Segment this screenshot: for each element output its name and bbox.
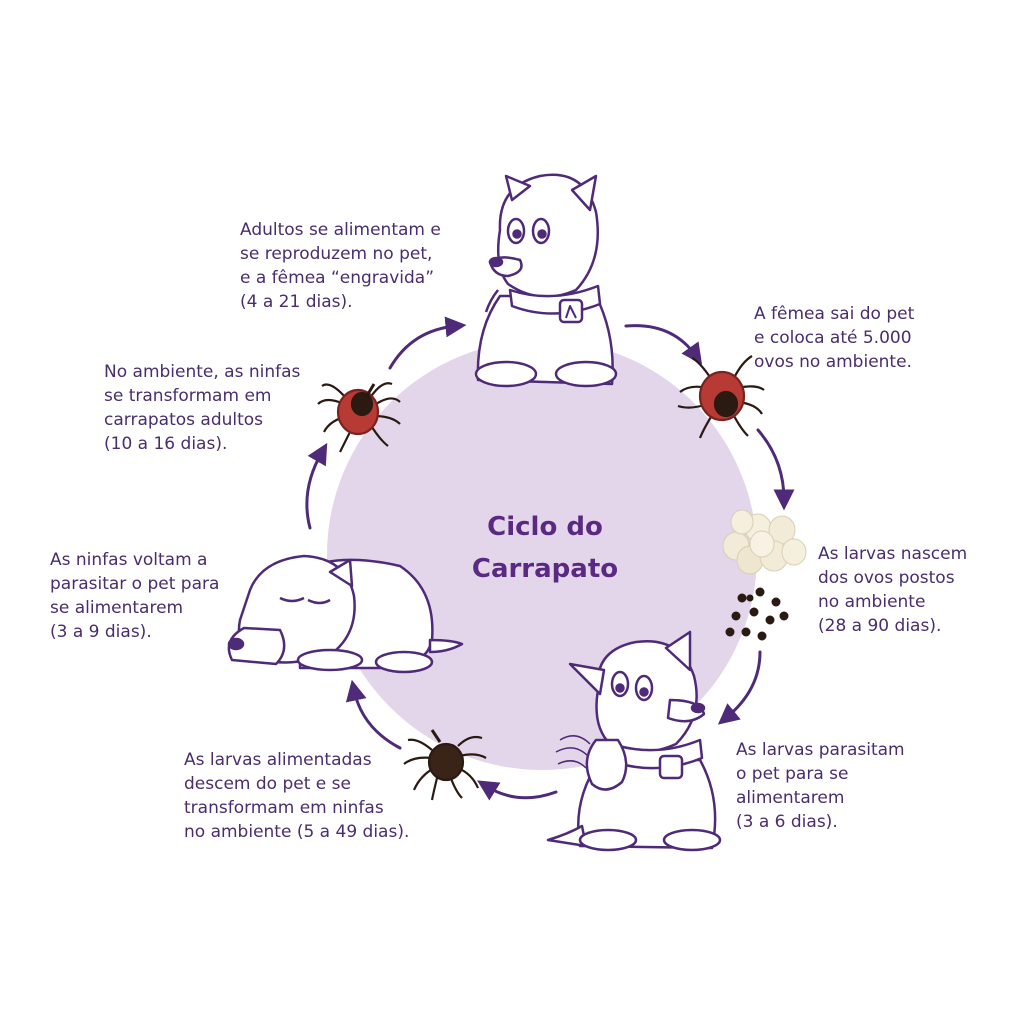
label-line: As ninfas voltam a	[50, 550, 208, 570]
label-line: (28 a 90 dias).	[818, 616, 942, 636]
tick-eggs	[722, 509, 807, 575]
label-larvae-parasitize: As larvas parasitam o pet para se alimen…	[736, 738, 905, 834]
arrow-left	[305, 442, 328, 530]
dog-sleeping-left	[227, 554, 464, 674]
label-line: se reproduzem no pet,	[240, 244, 433, 264]
label-larvae-hatch: As larvas nascem dos ovos postos no ambi…	[818, 542, 967, 638]
arrow-bottom-left	[345, 679, 402, 750]
label-line: (3 a 9 dias).	[50, 622, 152, 642]
label-line: carrapatos adultos	[104, 410, 264, 430]
label-line: transformam em ninfas	[184, 798, 384, 818]
label-line: se alimentarem	[50, 598, 184, 618]
diagram-title: Ciclo do Carrapato	[420, 506, 670, 590]
label-larvae-to-nymphs: As larvas alimentadas descem do pet e se…	[184, 748, 409, 844]
label-line: alimentarem	[736, 788, 845, 808]
label-line: (4 a 21 dias).	[240, 292, 353, 312]
label-line: (3 a 6 dias).	[736, 812, 838, 832]
title-line-1: Ciclo do	[487, 512, 603, 542]
tick-larvae	[725, 587, 789, 641]
label-line: e coloca até 5.000	[754, 328, 912, 348]
label-line: o pet para se	[736, 764, 849, 784]
label-line: se transformam em	[104, 386, 272, 406]
label-line: parasitar o pet para	[50, 574, 220, 594]
tick-nymph-dark	[403, 729, 487, 801]
label-line: As larvas alimentadas	[184, 750, 372, 770]
label-line: no ambiente (5 a 49 dias).	[184, 822, 410, 842]
dog-sitting-top	[474, 173, 618, 388]
label-line: no ambiente	[818, 592, 926, 612]
label-line: As larvas parasitam	[736, 740, 905, 760]
arrow-top-right	[624, 324, 703, 365]
label-line: ovos no ambiente.	[754, 352, 912, 372]
label-adults-reproduce: Adultos se alimentam e se reproduzem no …	[240, 218, 441, 314]
label-line: As larvas nascem	[818, 544, 968, 564]
label-female-lays-eggs: A fêmea sai do pet e coloca até 5.000 ov…	[754, 302, 914, 374]
dog-scratching-bottom	[546, 630, 722, 852]
arrow-right-lower	[717, 650, 762, 725]
tick-adult-red-right	[677, 355, 765, 439]
title-line-2: Carrapato	[471, 554, 619, 584]
label-line: dos ovos postos	[818, 568, 955, 588]
label-nymphs-to-adults: No ambiente, as ninfas se transformam em…	[104, 360, 300, 456]
arrow-bottom	[477, 780, 558, 801]
label-line: descem do pet e se	[184, 774, 351, 794]
label-line: e a fêmea “engravida”	[240, 268, 435, 288]
tick-adult-red-left	[317, 382, 401, 453]
label-nymphs-parasitize: As ninfas voltam a parasitar o pet para …	[50, 548, 219, 644]
cycle-arrows	[305, 316, 795, 801]
label-line: A fêmea sai do pet	[754, 304, 915, 324]
label-line: No ambiente, as ninfas	[104, 362, 301, 382]
label-line: Adultos se alimentam e	[240, 220, 441, 240]
label-line: (10 a 16 dias).	[104, 434, 228, 454]
arrow-top-left	[388, 316, 467, 370]
arrow-right-upper	[756, 428, 795, 511]
